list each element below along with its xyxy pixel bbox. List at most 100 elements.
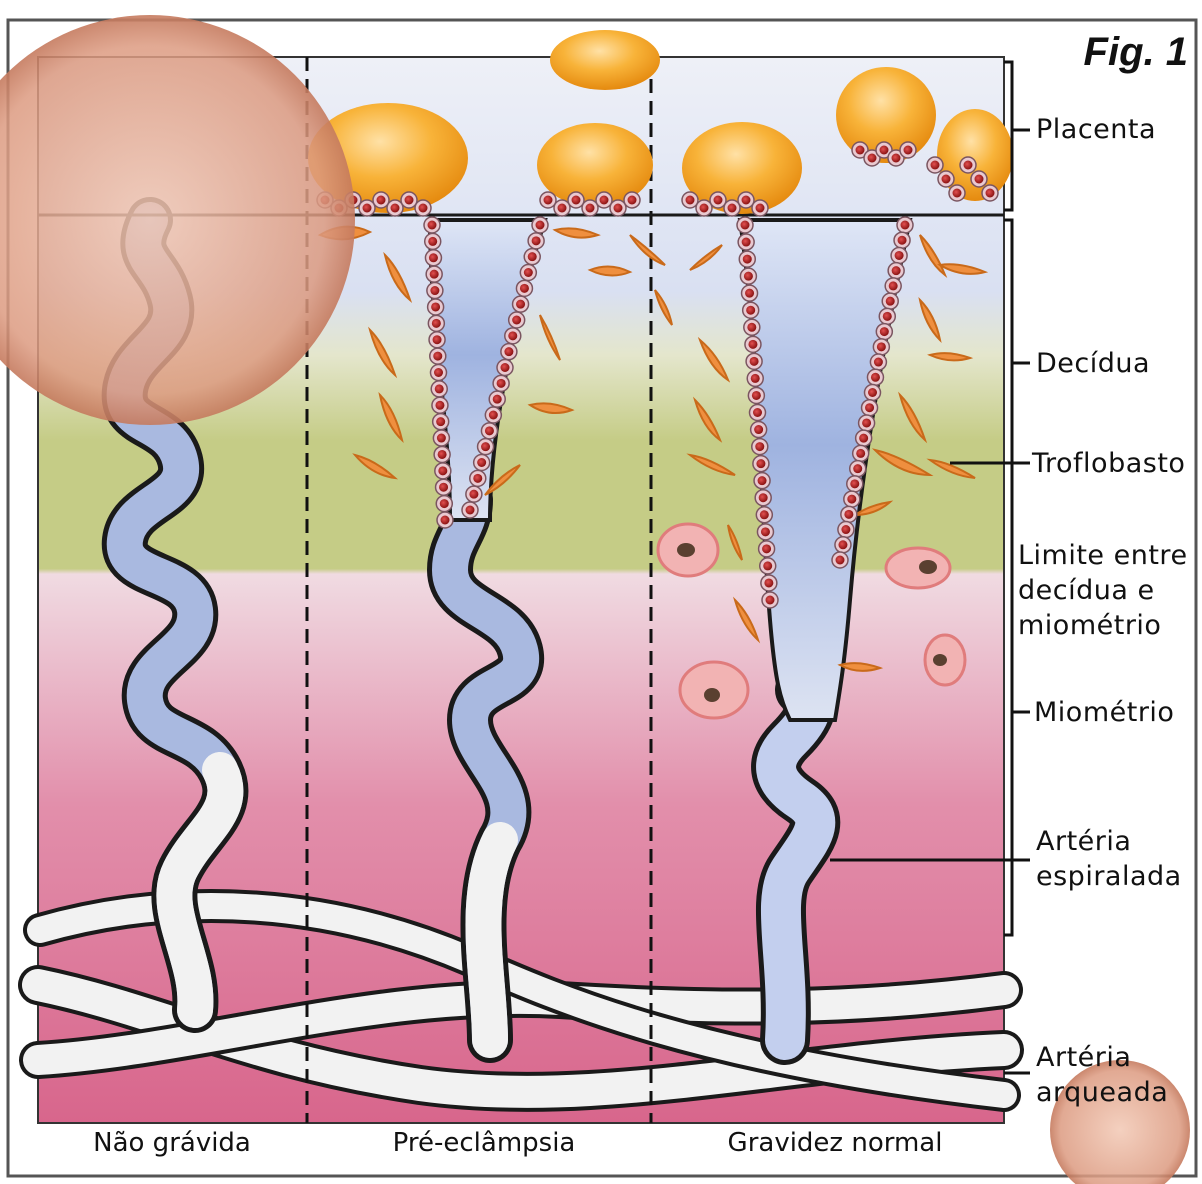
trophoblast-cell-nucleus	[892, 154, 901, 163]
trophoblast-cell-nucleus	[751, 374, 760, 383]
trophoblast-cell-nucleus	[429, 253, 438, 262]
trophoblast-cell-nucleus	[975, 175, 984, 184]
trophoblast-cell-nucleus	[764, 578, 773, 587]
trophoblast-cell-nucleus	[742, 196, 751, 205]
trophoblast-cell-nucleus	[435, 401, 444, 410]
trophoblast-cell-nucleus	[904, 146, 913, 155]
label-limite-line1: Limite entre	[1018, 538, 1188, 573]
trophoblast-cell-nucleus	[871, 373, 880, 382]
trophoblast-cell-nucleus	[428, 221, 437, 230]
trophoblast-cell-nucleus	[883, 312, 892, 321]
trophoblast-cell-nucleus	[558, 204, 567, 213]
trophoblast-cell-nucleus	[755, 442, 764, 451]
trophoblast-cell-nucleus	[433, 352, 442, 361]
trophoblast-cell-nucleus	[430, 270, 439, 279]
trophoblast-cell-nucleus	[766, 596, 775, 605]
trophoblast-cell-nucleus	[544, 196, 553, 205]
trophoblast-cell-nucleus	[586, 204, 595, 213]
trophoblast-cell-nucleus	[439, 483, 448, 492]
trophoblast-cell-nucleus	[756, 459, 765, 468]
figure-title: Fig. 1	[1084, 30, 1188, 75]
trophoblast-cell-nucleus	[865, 403, 874, 412]
trophoblast-cell-nucleus	[501, 363, 510, 372]
trophoblast-cell-nucleus	[745, 289, 754, 298]
column-label-gravidez-normal: Gravidez normal	[728, 1128, 943, 1158]
trophoblast-cell-nucleus	[432, 319, 441, 328]
trophoblast-cell-nucleus	[758, 476, 767, 485]
trophoblast-cell-nucleus	[744, 272, 753, 281]
trophoblast-cell-nucleus	[536, 221, 545, 230]
trophoblast-cell-nucleus	[430, 286, 439, 295]
label-limite-line3: miométrio	[1018, 608, 1188, 643]
trophoblast-cell-nucleus	[520, 284, 529, 293]
label-decidua: Decídua	[1036, 348, 1150, 379]
trophoblast-cell-nucleus	[434, 368, 443, 377]
trophoblast-cell-nucleus	[853, 464, 862, 473]
trophoblast-cell-nucleus	[524, 268, 533, 277]
trophoblast-cell-nucleus	[859, 434, 868, 443]
trophoblast-cell-nucleus	[363, 204, 372, 213]
trophoblast-cell-nucleus	[512, 316, 521, 325]
trophoblast-cell-nucleus	[628, 196, 637, 205]
trophoblast-cell-nucleus	[440, 499, 449, 508]
trophoblast-cell-nucleus	[469, 490, 478, 499]
column-label-pre-eclampsia: Pré-eclâmpsia	[393, 1128, 576, 1158]
trophoblast-cell-nucleus	[750, 357, 759, 366]
column-label-nao-gravida: Não grávida	[93, 1128, 251, 1158]
trophoblast-cell-nucleus	[572, 196, 581, 205]
trophoblast-cell-nucleus	[431, 302, 440, 311]
trophoblast-cell-nucleus	[877, 342, 886, 351]
trophoblast-cell-nucleus	[762, 544, 771, 553]
trophoblast-cell-nucleus	[931, 161, 940, 170]
trophoblast-cell-nucleus	[741, 221, 750, 230]
trophoblast-cell-nucleus	[844, 510, 853, 519]
trophoblast-cell-nucleus	[838, 540, 847, 549]
trophoblast-cell-nucleus	[753, 408, 762, 417]
trophoblast-cell-nucleus	[847, 495, 856, 504]
trophoblast-cell-nucleus	[437, 434, 446, 443]
label-arteria-arqueada-line2: arqueada	[1036, 1075, 1168, 1110]
trophoblast-cell-nucleus	[850, 479, 859, 488]
trophoblast-cell-nucleus	[493, 395, 502, 404]
trophoblast-cell-nucleus	[532, 236, 541, 245]
trophoblast-cell-nucleus	[836, 556, 845, 565]
trophoblast-cell-nucleus	[752, 391, 761, 400]
trophoblast-cell-nucleus	[433, 335, 442, 344]
trophoblast-cell-nucleus	[895, 251, 904, 260]
trophoblast-cell-nucleus	[485, 426, 494, 435]
trophoblast-cell-nucleus	[743, 255, 752, 264]
trophoblast-cell-nucleus	[435, 384, 444, 393]
trophoblast-cell-nucleus	[868, 154, 877, 163]
trophoblast-cell-nucleus	[841, 525, 850, 534]
trophoblast-cell-nucleus	[868, 388, 877, 397]
trophoblast-cell-nucleus	[428, 237, 437, 246]
label-arteria-arqueada-line1: Artéria	[1036, 1040, 1168, 1075]
trophoblast-cell-nucleus	[759, 493, 768, 502]
trophoblast-cell-nucleus	[686, 196, 695, 205]
trophoblast-cell-nucleus	[874, 358, 883, 367]
trophoblast-cell-nucleus	[748, 340, 757, 349]
trophoblast-cell-nucleus	[746, 306, 755, 315]
trophoblast-cell-nucleus	[516, 300, 525, 309]
trophoblast-cell-nucleus	[763, 561, 772, 570]
trophoblast-cell-nucleus	[964, 161, 973, 170]
trophoblast-cell-nucleus	[901, 221, 910, 230]
trophoblast-cell-nucleus	[504, 347, 513, 356]
trophoblast-cell-nucleus	[760, 510, 769, 519]
trophoblast-cell-nucleus	[489, 411, 498, 420]
trophoblast-cell-nucleus	[889, 281, 898, 290]
label-arteria-espiralada-line2: espiralada	[1036, 859, 1182, 894]
trophoblast-cell-nucleus	[405, 196, 414, 205]
label-miometrio: Miométrio	[1034, 697, 1174, 728]
label-placenta: Placenta	[1036, 114, 1156, 145]
trophoblast-cell-nucleus	[614, 204, 623, 213]
trophoblast-cell-nucleus	[862, 418, 871, 427]
trophoblast-cell-nucleus	[886, 297, 895, 306]
trophoblast-cell-nucleus	[436, 417, 445, 426]
label-arteria-espiralada-line1: Artéria	[1036, 824, 1182, 859]
trophoblast-cell-nucleus	[481, 442, 490, 451]
trophoblast-cell-nucleus	[856, 449, 865, 458]
trophoblast-cell-nucleus	[466, 506, 475, 515]
trophoblast-cell-nucleus	[419, 204, 428, 213]
label-limite-line2: decídua e	[1018, 573, 1188, 608]
